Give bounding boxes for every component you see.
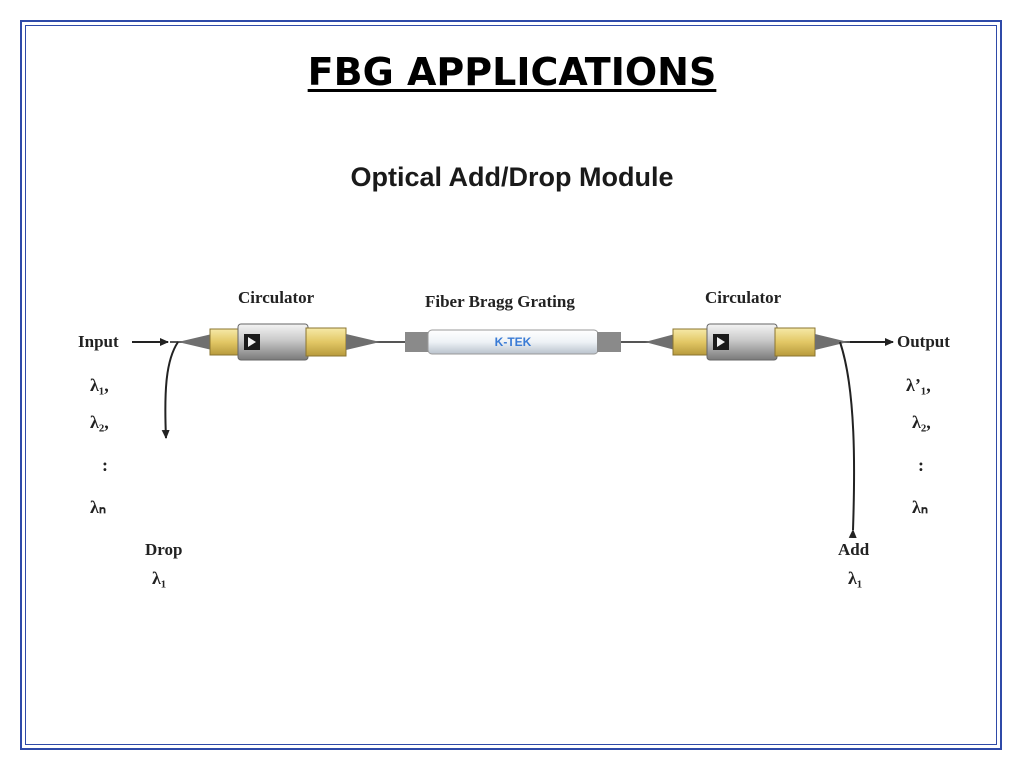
output-lambda-dots: : xyxy=(918,455,924,475)
slide-border-outer xyxy=(20,20,1002,750)
input-label: Input xyxy=(78,332,119,351)
output-lambda-n: λₙ xyxy=(912,497,929,517)
input-lambda-2: λ₂, xyxy=(90,412,109,432)
add-arrow xyxy=(839,341,857,539)
add-lambda: λ₁ xyxy=(848,568,863,588)
circulator-left-label: Circulator xyxy=(238,288,315,307)
output-lambda-1: λ’₁, xyxy=(906,375,931,395)
circulator-left xyxy=(178,323,380,361)
slide-border-inner xyxy=(25,25,997,745)
add-label: Add xyxy=(838,540,870,559)
diagram-title: Optical Add/Drop Module xyxy=(350,162,674,192)
drop-label: Drop xyxy=(145,540,183,559)
circulator-right xyxy=(645,323,848,361)
circulator-right-label: Circulator xyxy=(705,288,782,307)
input-lambda-n: λₙ xyxy=(90,497,107,517)
output-label: Output xyxy=(897,332,950,351)
fiber-bragg-grating: K-TEK xyxy=(405,329,621,355)
slide-title: FBG APPLICATIONS xyxy=(307,50,717,94)
fbg-label: Fiber Bragg Grating xyxy=(425,292,575,311)
drop-arrow xyxy=(161,341,179,439)
input-lambda-1: λ₁, xyxy=(90,375,109,395)
grating-brand-label: K-TEK xyxy=(495,335,532,349)
input-lambda-dots: : xyxy=(102,455,108,475)
drop-lambda: λ₁ xyxy=(152,568,167,588)
output-lambda-2: λ₂, xyxy=(912,412,931,432)
